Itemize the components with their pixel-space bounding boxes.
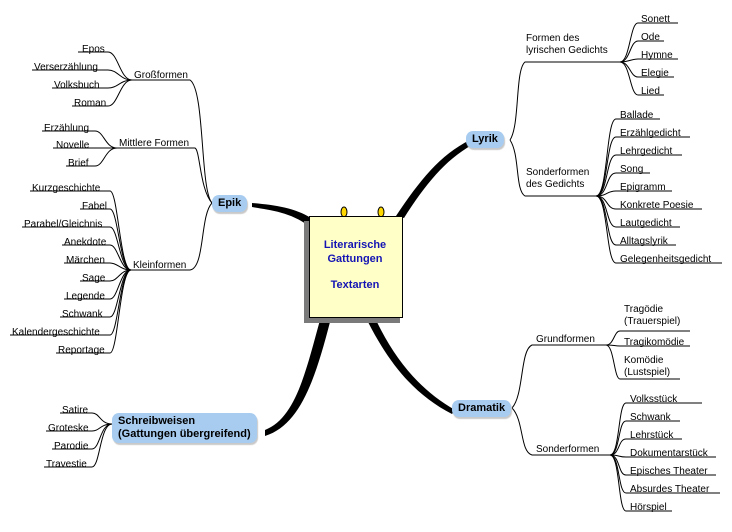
leaf-item[interactable]: Konkrete Poesie — [620, 200, 694, 211]
leaf-item[interactable]: Fabel — [82, 201, 108, 212]
trunk-lyrik — [396, 140, 472, 218]
leaf-item[interactable]: Hymne — [641, 50, 673, 61]
schreibweisen-label-2: (Gattungen übergreifend) — [118, 428, 251, 440]
center-node-text: Literarische Gattungen Textarten — [309, 238, 401, 292]
leaf-item[interactable]: Elegie — [641, 68, 669, 79]
trunk-epik — [252, 203, 311, 226]
leaf-item[interactable]: Hörspiel — [630, 502, 667, 513]
leaf-item[interactable]: Verserzählung — [34, 62, 98, 73]
leaf-item[interactable]: Sonett — [641, 14, 670, 25]
group-mittlere-formen[interactable]: Mittlere Formen — [119, 138, 190, 149]
leaf-item[interactable]: Ode — [641, 32, 660, 43]
leaf-item[interactable]: Episches Theater — [630, 466, 708, 477]
leaf-item[interactable]: Schwank — [630, 412, 671, 423]
trunk-branches — [252, 140, 472, 436]
group-label-line: des Gedichts — [526, 179, 585, 190]
branch-lines — [10, 22, 722, 512]
node-epik[interactable]: Epik — [212, 195, 248, 212]
leaf-item[interactable]: Absurdes Theater — [630, 484, 710, 495]
group-sonderformen-gedicht[interactable]: Sonderformen des Gedichts — [526, 167, 589, 191]
leaf-item[interactable]: Dokumentarstück — [630, 448, 708, 459]
leaf-item[interactable]: Roman — [74, 98, 107, 109]
leaf-item[interactable]: Komödie (Lustspiel) — [624, 355, 670, 379]
leaf-item[interactable]: Sage — [82, 273, 106, 284]
trunk-dramatik — [368, 320, 455, 414]
leaf-item[interactable]: Brief — [68, 158, 89, 169]
node-dramatik[interactable]: Dramatik — [452, 400, 512, 417]
leaf-item[interactable]: Ballade — [620, 110, 654, 121]
leaf-item[interactable]: Lied — [641, 86, 660, 97]
leaf-item[interactable]: Satire — [62, 405, 89, 416]
leaf-item[interactable]: Anekdote — [64, 237, 107, 248]
leaf-item[interactable]: Tragikomödie — [624, 337, 685, 348]
center-title-line2: Gattungen — [327, 253, 383, 265]
leaf-item[interactable]: Erzählgedicht — [620, 128, 681, 139]
schreibweisen-label-1: Schreibweisen — [118, 415, 196, 427]
leaf-item[interactable]: Lehrstück — [630, 430, 674, 441]
group-kleinformen[interactable]: Kleinformen — [133, 260, 187, 271]
center-title-line1: Literarische — [323, 239, 387, 251]
leaf-item[interactable]: Gelegenheitsgedicht — [620, 254, 712, 265]
leaf-item[interactable]: Kalendergeschichte — [12, 327, 100, 338]
leaf-item[interactable]: Novelle — [56, 140, 90, 151]
center-title-line3: Textarten — [330, 279, 380, 291]
trunk-schreibweisen — [265, 320, 330, 436]
center-node[interactable] — [309, 216, 403, 318]
leaf-line: (Lustspiel) — [624, 367, 671, 378]
leaf-item[interactable]: Travestie — [46, 459, 87, 470]
node-lyrik[interactable]: Lyrik — [466, 131, 504, 148]
leaf-item[interactable]: Parodie — [54, 441, 89, 452]
group-label-line: Sonderformen — [526, 167, 590, 178]
leaf-item[interactable]: Groteske — [48, 423, 89, 434]
leaf-item[interactable]: Märchen — [66, 255, 105, 266]
node-schreibweisen[interactable]: Schreibweisen (Gattungen übergreifend) — [112, 413, 257, 443]
leaf-line: Komödie — [624, 355, 664, 366]
leaf-item[interactable]: Epigramm — [620, 182, 666, 193]
leaf-line: (Trauerspiel) — [624, 316, 681, 327]
leaf-item[interactable]: Volksstück — [630, 394, 678, 405]
leaf-item[interactable]: Kurzgeschichte — [32, 183, 101, 194]
leaf-item[interactable]: Tragödie (Trauerspiel) — [624, 304, 680, 328]
group-sonderformen-drama[interactable]: Sonderformen — [536, 444, 600, 455]
leaf-item[interactable]: Volksbuch — [54, 80, 100, 91]
leaf-line: Tragödie — [624, 304, 664, 315]
leaf-item[interactable]: Lautgedicht — [620, 218, 672, 229]
leaf-item[interactable]: Epos — [82, 44, 105, 55]
leaf-item[interactable]: Parabel/Gleichnis — [24, 219, 103, 230]
group-label-line: Formen des — [526, 33, 580, 44]
group-formen-lyrisch[interactable]: Formen des lyrischen Gedichts — [526, 33, 608, 57]
leaf-item[interactable]: Alltagslyrik — [620, 236, 668, 247]
group-label-line: lyrischen Gedichts — [526, 45, 608, 56]
leaf-item[interactable]: Song — [620, 164, 644, 175]
leaf-item[interactable]: Legende — [66, 291, 105, 302]
leaf-item[interactable]: Schwank — [62, 309, 103, 320]
leaf-item[interactable]: Reportage — [58, 345, 105, 356]
leaf-item[interactable]: Lehrgedicht — [620, 146, 673, 157]
group-grundformen[interactable]: Grundformen — [536, 334, 595, 345]
group-grossformen[interactable]: Großformen — [134, 70, 188, 81]
leaf-item[interactable]: Erzählung — [44, 123, 90, 134]
